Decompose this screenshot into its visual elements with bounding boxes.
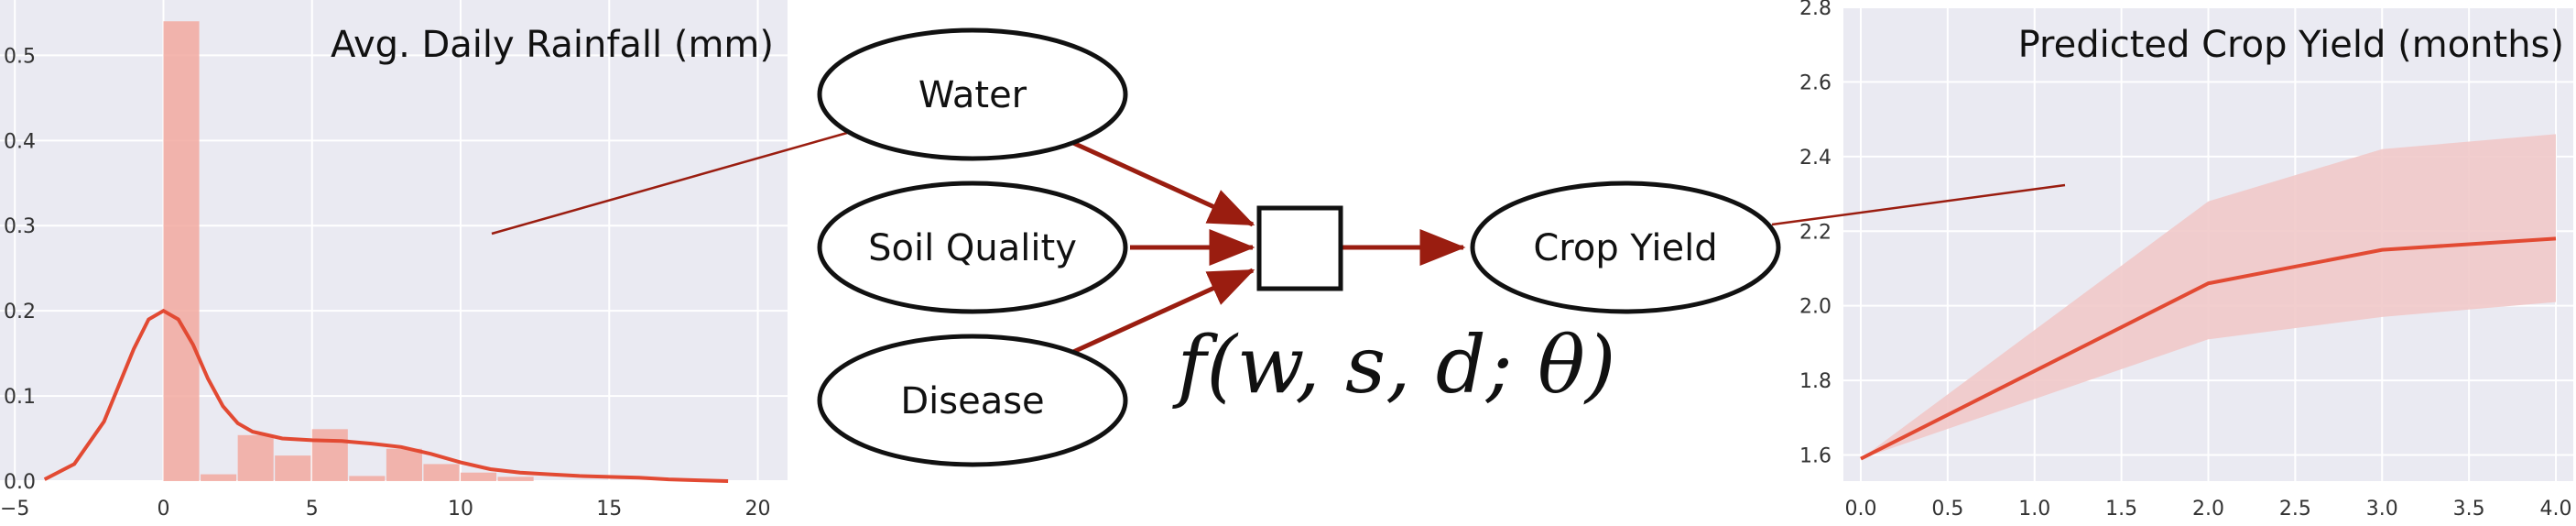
rainfall-gridlines [0, 0, 788, 482]
rainfall-bar [275, 455, 311, 481]
crop-yield-y-tick-label: 2.6 [1799, 71, 1831, 94]
causal-diagram: Water Soil Quality Disease Crop Yield f(… [817, 27, 1781, 467]
rainfall-x-tick-label: 20 [745, 498, 771, 521]
crop-yield-x-tick-label: 3.5 [2453, 498, 2485, 521]
crop-yield-confidence-band [1861, 134, 2556, 459]
rainfall-x-tick-label: 0 [157, 498, 169, 521]
crop-yield-x-tick-label: 1.0 [2018, 498, 2050, 521]
node-soil-quality-label: Soil Quality [868, 227, 1077, 269]
crop-yield-x-tick-label: 2.0 [2192, 498, 2224, 521]
rainfall-x-tick-label: 15 [596, 498, 622, 521]
crop-yield-mean-line [1860, 236, 2557, 461]
rainfall-x-tick-label: −5 [0, 498, 29, 521]
crop-yield-y-tick-label: 2.0 [1799, 296, 1831, 319]
rainfall-histogram-panel: −5 0 5 10 15 20 0.0 0.1 0.2 0.3 0.4 0.5 Avg. Daily… [0, 0, 788, 521]
rainfall-y-tick-label: 0.5 [4, 45, 36, 68]
crop-yield-x-tick-label: 0.0 [1844, 498, 1876, 521]
rainfall-bar [311, 429, 348, 481]
crop-yield-x-tick-label: 3.0 [2366, 498, 2398, 521]
crop-yield-x-tick-label: 4.0 [2540, 498, 2572, 521]
rainfall-bar [163, 21, 200, 481]
rainfall-bar [237, 434, 274, 481]
rainfall-bar [423, 464, 460, 481]
disease-arrow [1071, 268, 1255, 355]
rainfall-title: Avg. Daily Rainfall (mm) [331, 24, 774, 66]
function-node [1256, 205, 1343, 291]
crop-yield-y-tick-label: 2.8 [1799, 0, 1831, 20]
node-soil-quality: Soil Quality [817, 181, 1128, 314]
rainfall-bar [461, 472, 497, 481]
node-water: Water [817, 27, 1128, 161]
rainfall-y-ticks: 0.0 0.1 0.2 0.3 0.4 0.5 [4, 45, 36, 494]
rainfall-bars [163, 21, 534, 481]
rainfall-x-tick-label: 5 [306, 498, 319, 521]
rainfall-y-tick-label: 0.3 [4, 215, 36, 238]
rainfall-x-tick-label: 10 [448, 498, 473, 521]
crop-yield-x-tick-label: 2.5 [2279, 498, 2311, 521]
crop-yield-y-tick-label: 1.8 [1799, 370, 1831, 393]
rainfall-y-tick-label: 0.4 [4, 130, 36, 153]
rainfall-y-tick-label: 0.1 [4, 386, 36, 409]
crop-yield-x-tick-label: 1.5 [2105, 498, 2137, 521]
crop-yield-y-tick-label: 1.6 [1799, 445, 1831, 468]
node-disease: Disease [817, 334, 1128, 467]
rainfall-x-ticks: −5 0 5 10 15 20 [0, 498, 771, 521]
rainfall-density-curve [43, 308, 729, 483]
crop-yield-y-tick-label: 2.4 [1799, 147, 1831, 170]
crop-yield-x-ticks: 0.0 0.5 1.0 1.5 2.0 2.5 3.0 3.5 4.0 [1844, 498, 2571, 521]
rainfall-plot-background [0, 0, 788, 481]
water-arrow [1071, 140, 1255, 227]
crop-yield-panel: 0.0 0.5 1.0 1.5 2.0 2.5 3.0 3.5 4.0 1.6 1.8 2.0 2.2… [1799, 0, 2573, 521]
rainfall-bar [349, 476, 386, 481]
rainfall-y-tick-label: 0.0 [4, 471, 36, 494]
crop-yield-x-tick-label: 0.5 [1931, 498, 1963, 521]
crop-yield-title: Predicted Crop Yield (months) [2018, 24, 2564, 66]
crop-yield-y-ticks: 1.6 1.8 2.0 2.2 2.4 2.6 2.8 [1799, 0, 1831, 468]
water-to-rainfall-connector [491, 131, 848, 236]
rainfall-bar [201, 474, 237, 481]
node-water-label: Water [918, 74, 1027, 116]
function-label: f(w, s, d; θ) [1172, 320, 1616, 411]
crop-to-yield-connector [1771, 183, 2066, 226]
rainfall-bar [386, 448, 422, 481]
rainfall-bar [497, 477, 534, 481]
rainfall-y-tick-label: 0.2 [4, 301, 36, 323]
crop-yield-y-tick-label: 2.2 [1799, 221, 1831, 244]
node-crop-yield: Crop Yield [1470, 181, 1781, 314]
node-disease-label: Disease [900, 380, 1044, 422]
node-crop-yield-label: Crop Yield [1533, 227, 1717, 269]
